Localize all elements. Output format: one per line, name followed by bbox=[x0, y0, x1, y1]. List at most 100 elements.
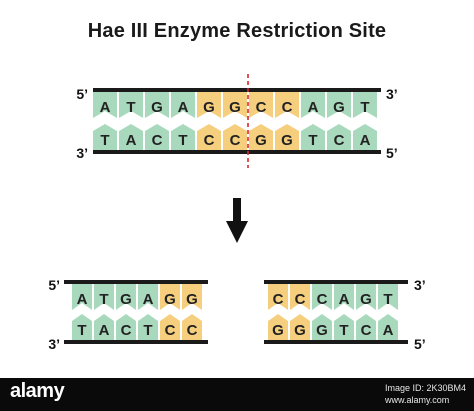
left-fragment-bottom-base-tile bbox=[116, 314, 136, 340]
full-top-base-letter: G bbox=[203, 99, 215, 116]
full-bottom-base-tile bbox=[353, 124, 377, 150]
full-top-base-letter: C bbox=[282, 99, 293, 116]
left-fragment-top-base-tile bbox=[160, 284, 180, 310]
full-top-base-letter: T bbox=[126, 99, 135, 116]
full-bottom-base-tile bbox=[327, 124, 351, 150]
full-bottom-base-letter: A bbox=[360, 132, 371, 149]
full-top-base-tile bbox=[249, 92, 273, 118]
full-top-base-letter: A bbox=[308, 99, 319, 116]
full-top-base-letter: G bbox=[333, 99, 345, 116]
full-bottom-base-tile bbox=[119, 124, 143, 150]
left-fragment-bottom-base-letter: C bbox=[165, 322, 176, 339]
full-top-base-letter: G bbox=[151, 99, 163, 116]
full-bottom-base-tile bbox=[145, 124, 169, 150]
right-fragment-bottom-base-letter: C bbox=[361, 322, 372, 339]
full-bottom-base-letter: C bbox=[334, 132, 345, 149]
left-fragment-top-base-letter: A bbox=[77, 291, 88, 308]
right-fragment-top-base-tile bbox=[268, 284, 288, 310]
left-fragment-bottom-base-tile bbox=[72, 314, 92, 340]
left-fragment-bottom-base-letter: C bbox=[187, 322, 198, 339]
watermark-footer: alamy Image ID: 2K30BM4 www.alamy.com bbox=[0, 378, 474, 411]
left-fragment-bottom-base-tile bbox=[94, 314, 114, 340]
full-bottom-base-tile bbox=[171, 124, 195, 150]
right-fragment-bottom-base-letter: G bbox=[272, 322, 284, 339]
full-bottom-left-label: 3’ bbox=[76, 145, 88, 161]
full-top-base-tile bbox=[171, 92, 195, 118]
full-bottom-base-letter: C bbox=[230, 132, 241, 149]
left-fragment-bottom-base-letter: A bbox=[99, 322, 110, 339]
left-fragment-top-base-tile bbox=[72, 284, 92, 310]
right-fragment-bottom-base-tile bbox=[334, 314, 354, 340]
full-bottom-base-letter: A bbox=[126, 132, 137, 149]
full-bottom-base-tile bbox=[197, 124, 221, 150]
full-bottom-base-letter: T bbox=[308, 132, 317, 149]
left-fragment-top-label: 5’ bbox=[48, 277, 60, 293]
full-bottom-backbone bbox=[93, 150, 381, 154]
right-fragment-bottom-base-tile bbox=[290, 314, 310, 340]
right-fragment-bottom-base-tile bbox=[268, 314, 288, 340]
full-top-backbone bbox=[93, 88, 381, 92]
full-top-base-tile bbox=[223, 92, 247, 118]
left-fragment-top-base-letter: G bbox=[186, 291, 198, 308]
full-bottom-base-tile bbox=[249, 124, 273, 150]
right-fragment-top-base-letter: C bbox=[273, 291, 284, 308]
right-fragment-top-base-tile bbox=[312, 284, 332, 310]
right-fragment-top-base-letter: A bbox=[339, 291, 350, 308]
right-fragment-top-base-letter: G bbox=[360, 291, 372, 308]
full-top-base-letter: G bbox=[229, 99, 241, 116]
left-fragment-bottom-base-letter: T bbox=[77, 322, 86, 339]
full-top-base-letter: T bbox=[360, 99, 369, 116]
right-fragment-bottom-base-letter: G bbox=[294, 322, 306, 339]
right-fragment-bottom-label: 5’ bbox=[414, 336, 426, 352]
left-fragment-bottom-base-letter: T bbox=[143, 322, 152, 339]
full-bottom-base-tile bbox=[301, 124, 325, 150]
full-top-base-tile bbox=[93, 92, 117, 118]
right-fragment-top-base-tile bbox=[290, 284, 310, 310]
left-fragment-top-base-tile bbox=[138, 284, 158, 310]
full-top-base-tile bbox=[197, 92, 221, 118]
right-fragment-top-base-letter: C bbox=[295, 291, 306, 308]
full-bottom-base-tile bbox=[223, 124, 247, 150]
image-id: Image ID: 2K30BM4 bbox=[384, 383, 466, 393]
full-top-base-tile bbox=[119, 92, 143, 118]
left-fragment-top-base-letter: A bbox=[143, 291, 154, 308]
full-bottom-base-letter: T bbox=[178, 132, 187, 149]
right-fragment-bottom-base-letter: A bbox=[383, 322, 394, 339]
right-fragment-top-base-tile bbox=[356, 284, 376, 310]
left-fragment-top-base-letter: G bbox=[164, 291, 176, 308]
right-fragment-bottom-base-tile bbox=[312, 314, 332, 340]
right-fragment-bottom-base-tile bbox=[378, 314, 398, 340]
full-top-base-tile bbox=[275, 92, 299, 118]
down-arrow-shaft bbox=[233, 198, 241, 222]
full-bottom-base-letter: T bbox=[100, 132, 109, 149]
full-bottom-right-label: 5’ bbox=[386, 145, 398, 161]
left-fragment-top-base-tile bbox=[94, 284, 114, 310]
left-fragment-top-backbone bbox=[64, 280, 208, 284]
full-top-left-label: 5’ bbox=[76, 86, 88, 102]
right-fragment-bottom-base-tile bbox=[356, 314, 376, 340]
full-bottom-base-tile bbox=[275, 124, 299, 150]
full-top-base-tile bbox=[327, 92, 351, 118]
left-fragment-bottom-base-tile bbox=[138, 314, 158, 340]
right-fragment-top-base-letter: T bbox=[383, 291, 392, 308]
full-top-base-tile bbox=[145, 92, 169, 118]
full-bottom-base-letter: G bbox=[281, 132, 293, 149]
full-top-base-letter: A bbox=[178, 99, 189, 116]
full-top-base-tile bbox=[353, 92, 377, 118]
left-fragment-bottom-base-letter: C bbox=[121, 322, 132, 339]
full-bottom-base-letter: C bbox=[152, 132, 163, 149]
footer-meta: Image ID: 2K30BM4 www.alamy.com bbox=[385, 382, 466, 406]
left-fragment-top-base-tile bbox=[182, 284, 202, 310]
down-arrow-head bbox=[226, 221, 248, 243]
full-bottom-base-letter: G bbox=[255, 132, 267, 149]
left-fragment-top-base-tile bbox=[116, 284, 136, 310]
left-fragment-bottom-base-tile bbox=[182, 314, 202, 340]
right-fragment-top-base-letter: C bbox=[317, 291, 328, 308]
left-fragment-top-base-letter: G bbox=[120, 291, 132, 308]
right-fragment-bottom-backbone bbox=[264, 340, 408, 344]
left-fragment-bottom-backbone bbox=[64, 340, 208, 344]
full-bottom-base-letter: C bbox=[204, 132, 215, 149]
full-bottom-base-tile bbox=[93, 124, 117, 150]
alamy-logo: alamy bbox=[10, 380, 65, 402]
